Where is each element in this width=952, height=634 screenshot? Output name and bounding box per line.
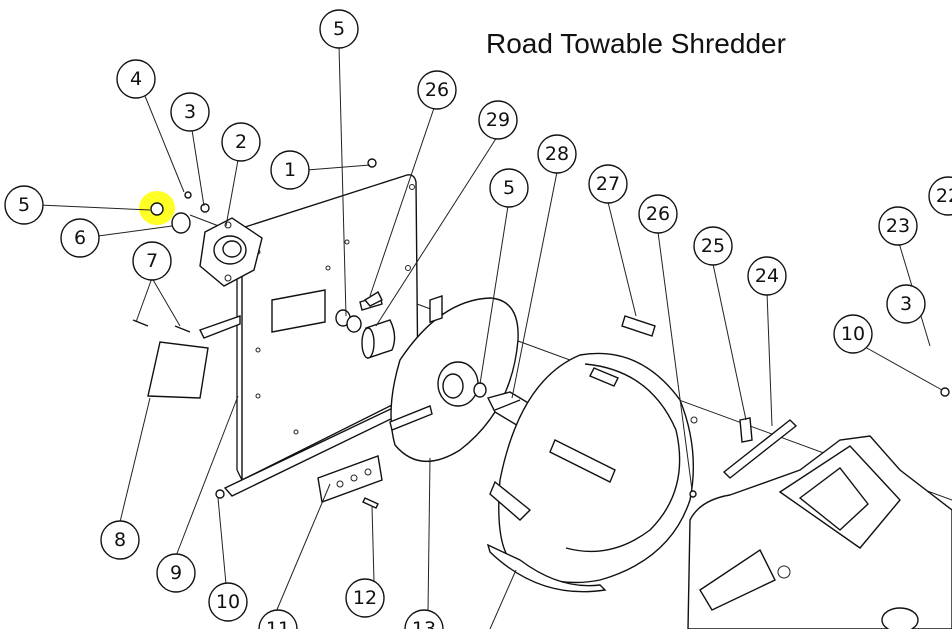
svg-text:2: 2 [235, 131, 247, 153]
svg-text:13: 13 [412, 618, 436, 629]
callout-26-right: 26 [638, 194, 678, 234]
ring-6 [171, 212, 191, 234]
svg-text:25: 25 [701, 235, 725, 257]
washer-5 [150, 202, 164, 216]
svg-text:22: 22 [936, 185, 952, 207]
right-side-plate [687, 435, 952, 633]
diagram-title: Road Towable Shredder [486, 28, 786, 59]
callout-24: 24 [747, 256, 787, 296]
svg-text:26: 26 [425, 79, 449, 101]
svg-text:24: 24 [755, 265, 779, 287]
disc-plate [389, 295, 519, 463]
callout-5: 5 [319, 9, 359, 49]
callout-10-right: 10 [833, 314, 873, 354]
callout-22: 22 [928, 176, 952, 216]
svg-text:7: 7 [146, 250, 158, 272]
svg-text:10: 10 [216, 591, 240, 613]
callout-29: 29 [478, 100, 518, 140]
callout-13: 13 [404, 609, 444, 634]
svg-text:5: 5 [333, 18, 345, 40]
callout-27: 27 [588, 164, 628, 204]
svg-text:28: 28 [545, 143, 569, 165]
callout-10: 10 [208, 582, 248, 622]
callout-9: 9 [156, 553, 196, 593]
callout-1: 1 [270, 150, 310, 190]
callout-3-right: 3 [886, 284, 926, 324]
callout-7: 7 [132, 241, 172, 281]
svg-text:11: 11 [266, 618, 290, 629]
svg-text:5: 5 [503, 177, 515, 199]
callout-2: 2 [221, 122, 261, 162]
svg-text:3: 3 [184, 101, 196, 123]
svg-text:3: 3 [900, 293, 912, 315]
callout-23: 23 [878, 206, 918, 246]
bracket-11 [317, 455, 383, 503]
svg-text:29: 29 [486, 109, 510, 131]
pin-27 [621, 315, 656, 337]
callout-25: 25 [693, 226, 733, 266]
callout-28: 28 [537, 134, 577, 174]
bearing-flange [199, 217, 263, 287]
svg-text:27: 27 [596, 173, 620, 195]
svg-text:8: 8 [114, 529, 126, 551]
callout-8: 8 [100, 520, 140, 560]
svg-text:4: 4 [130, 68, 142, 90]
callout-11: 11 [258, 609, 298, 634]
svg-text:10: 10 [841, 323, 865, 345]
callout-5-left: 5 [4, 185, 44, 225]
svg-text:26: 26 [646, 203, 670, 225]
callout-26: 26 [417, 70, 457, 110]
svg-text:12: 12 [353, 587, 377, 609]
callout-3: 3 [170, 92, 210, 132]
callout-5-disc: 5 [489, 168, 529, 208]
callout-4: 4 [116, 59, 156, 99]
callout-6: 6 [60, 218, 100, 258]
svg-text:5: 5 [18, 194, 30, 216]
svg-text:6: 6 [74, 227, 86, 249]
drum-housing [486, 352, 698, 593]
svg-text:23: 23 [886, 215, 910, 237]
svg-text:1: 1 [284, 159, 296, 181]
svg-text:9: 9 [170, 562, 182, 584]
callout-12: 12 [345, 578, 385, 618]
side-plate [236, 174, 419, 482]
